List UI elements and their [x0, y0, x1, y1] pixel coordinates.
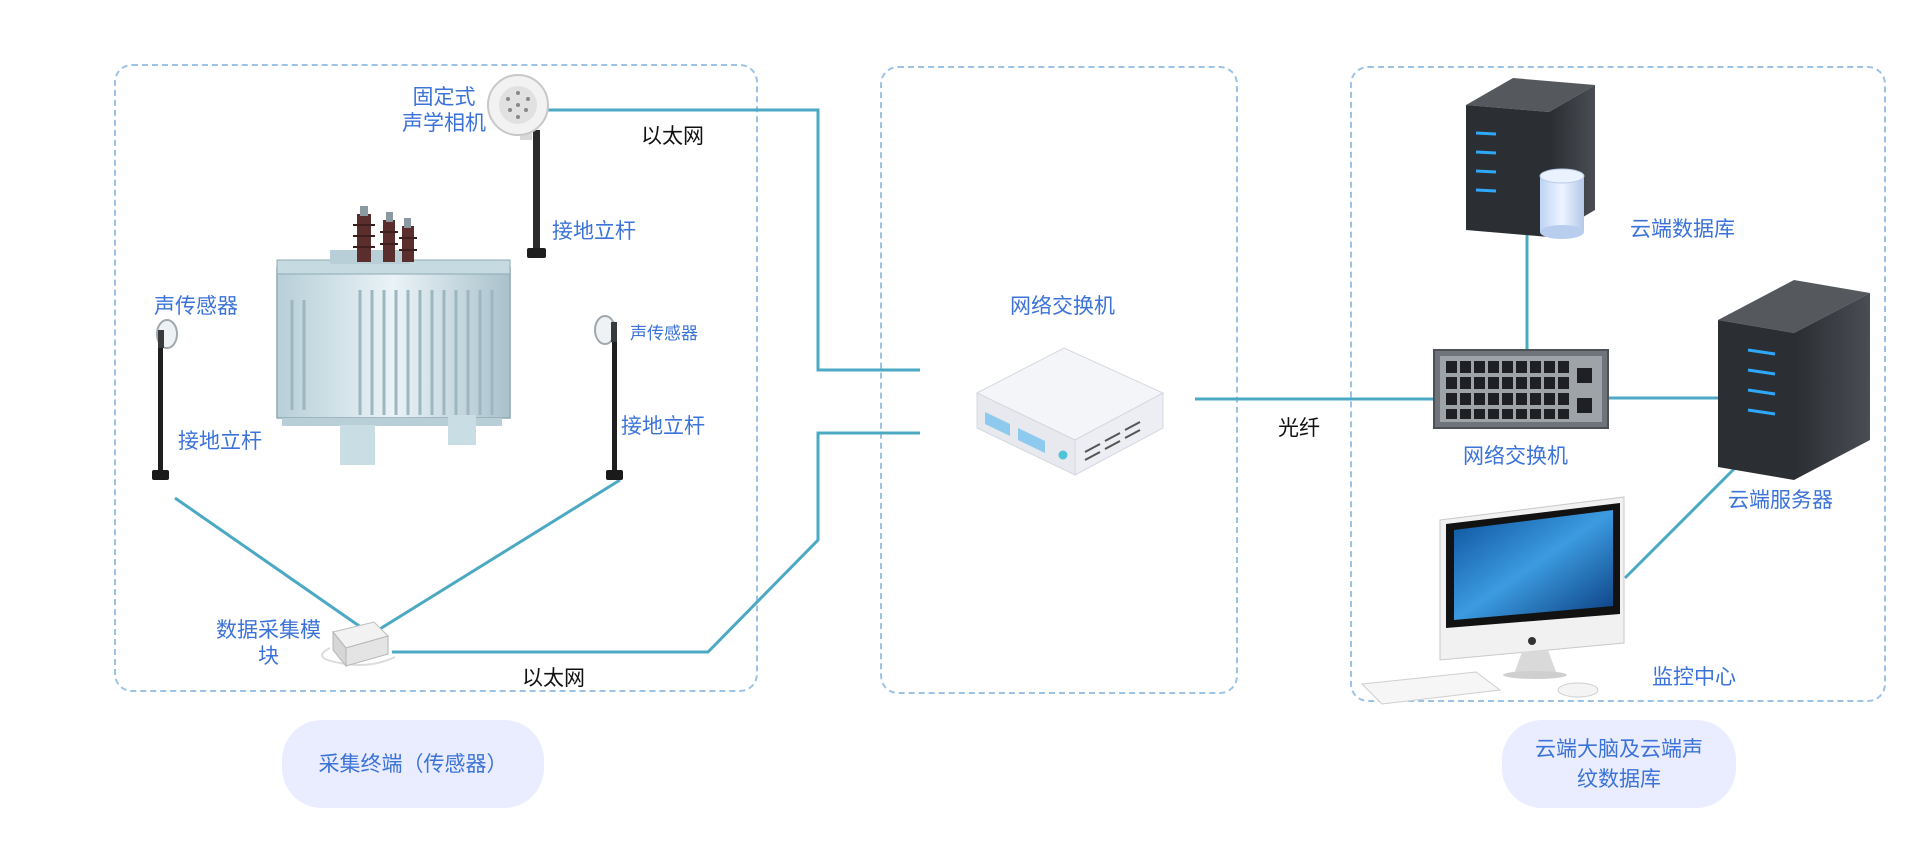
- data-acquisition-module-icon: [321, 621, 396, 668]
- daq-module-label: 数据采集模 块: [216, 617, 321, 670]
- collection-terminal-pill-label: 采集终端（传感器）: [318, 751, 508, 776]
- acoustic-camera-icon: [487, 74, 549, 258]
- daq-module-label-line1: 数据采集模: [216, 618, 321, 642]
- acoustic-camera-label-line1: 固定式: [412, 85, 476, 109]
- ethernet-label-top: 以太网: [641, 124, 704, 148]
- cloud-brain-pill-line2: 纹数据库: [1577, 767, 1661, 791]
- pole-camera-label: 接地立杆: [552, 219, 636, 243]
- collection-terminal-pill: 采集终端（传感器）: [282, 720, 544, 808]
- server-to-monitor: [1623, 463, 1740, 580]
- network-switch-box-icon: [975, 347, 1165, 476]
- sound-sensor-right-label: 声传感器: [630, 324, 698, 344]
- database-server-icon: [1466, 78, 1595, 239]
- sound-sensor-right-icon: [594, 315, 623, 480]
- ethernet-label-bottom: 以太网: [522, 666, 585, 690]
- middle-switch-label: 网络交换机: [1010, 294, 1115, 318]
- pole-right-label: 接地立杆: [621, 414, 705, 438]
- sound-sensor-left-icon: [152, 319, 178, 480]
- cloud-brain-pill-line1: 云端大脑及云端声: [1535, 736, 1703, 761]
- imac-computer-icon: [1360, 496, 1625, 705]
- sensor-left-to-daq: [174, 496, 366, 632]
- connection-lines: [174, 108, 1740, 654]
- acoustic-camera-label-line2: 声学相机: [402, 111, 486, 136]
- sound-sensor-left-label: 声传感器: [154, 294, 238, 318]
- monitor-center-label: 监控中心: [1652, 665, 1736, 689]
- rack-switch-label: 网络交换机: [1463, 444, 1568, 468]
- ethernet-link-bottom: [392, 431, 920, 654]
- rack-switch-icon: [1433, 349, 1609, 429]
- cloud-database-label: 云端数据库: [1630, 217, 1735, 241]
- fiber-label: 光纤: [1278, 416, 1320, 440]
- cloud-server-icon: [1718, 280, 1870, 480]
- region-collection-terminal: [114, 64, 758, 692]
- pole-left-label: 接地立杆: [178, 429, 262, 453]
- sensor-right-to-daq: [374, 478, 621, 634]
- cloud-brain-pill: 云端大脑及云端声 纹数据库: [1502, 720, 1736, 808]
- region-cloud: [1350, 66, 1886, 702]
- transformer-icon: [276, 206, 511, 465]
- ethernet-link-top: [545, 108, 920, 372]
- region-network-switch: [880, 66, 1238, 694]
- daq-module-label-line2: 块: [258, 644, 279, 669]
- cloud-server-label: 云端服务器: [1728, 488, 1833, 512]
- acoustic-camera-label: 固定式 声学相机: [402, 84, 486, 137]
